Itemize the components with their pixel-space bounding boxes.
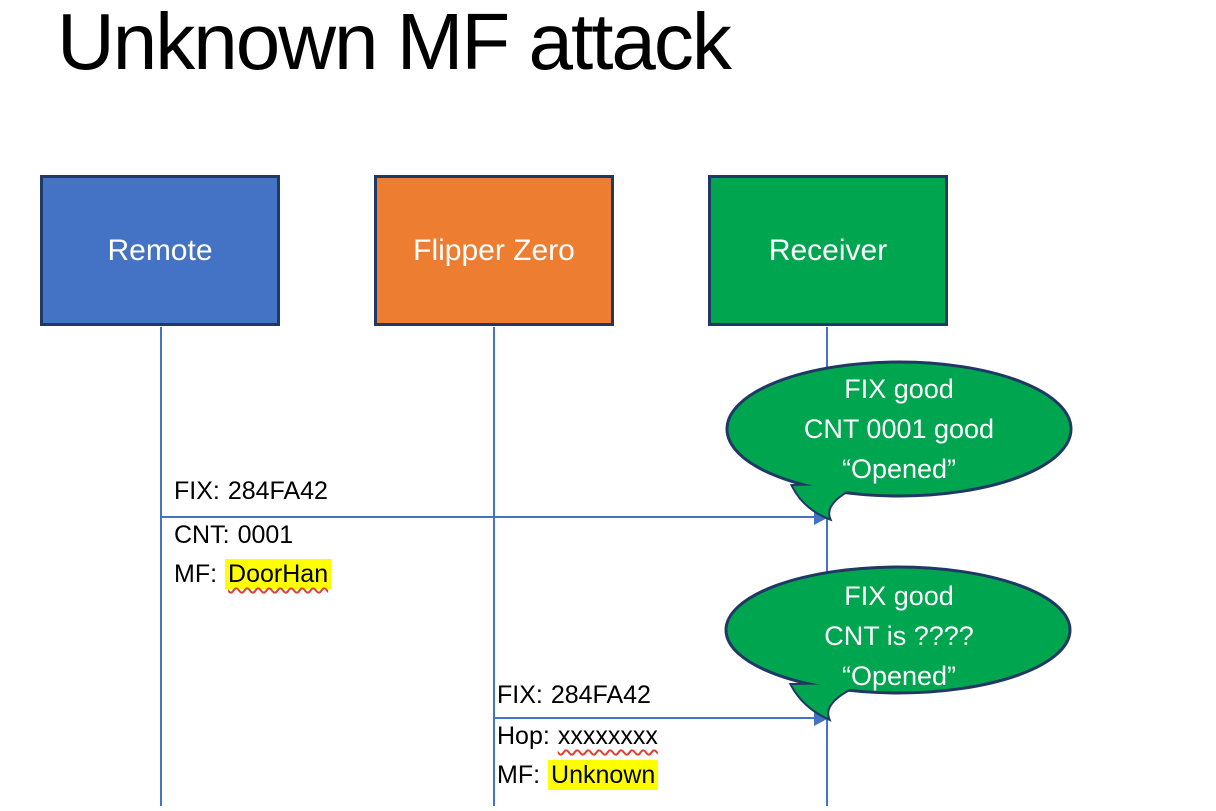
message-1-cnt-line: CNT:0001 [174, 521, 331, 550]
actor-box-remote: Remote [40, 175, 280, 326]
message-2-fix-label: FIX: [497, 681, 543, 709]
message-2-mf-value: Unknown [548, 760, 659, 790]
bubble-2-line-1: FIX good [844, 581, 954, 611]
bubble-1-line-2: CNT 0001 good [803, 414, 995, 444]
message-2-hop-value: xxxxxxxx [557, 722, 658, 750]
message-1-cnt-label: CNT: [174, 521, 230, 549]
actor-box-flipper-zero: Flipper Zero [374, 175, 614, 326]
message-2-labels: FIX:284FA42 Hop:xxxxxxxx MF:Unknown [497, 681, 659, 790]
page-title: Unknown MF attack [57, 0, 732, 86]
actor-label-remote: Remote [107, 233, 213, 267]
message-1-mf-line: MF:DoorHan [174, 559, 332, 589]
actor-box-receiver: Receiver [708, 175, 948, 326]
actor-label-flipper-zero: Flipper Zero [413, 233, 575, 267]
speech-bubble-1-text: FIX good CNT 0001 good “Opened” [749, 369, 1049, 489]
message-1-fix-label: FIX: [174, 477, 220, 505]
speech-bubble-2-shape [724, 565, 1072, 722]
message-1-labels: FIX:284FA42 CNT:0001 MF:DoorHan [174, 477, 332, 589]
message-1-cnt-value: 0001 [237, 521, 294, 549]
bubble-2-line-3: “Opened” [841, 661, 957, 691]
actor-label-receiver: Receiver [768, 233, 888, 267]
speech-bubble-1-shape [725, 360, 1073, 522]
message-1-fix-line: FIX:284FA42 [174, 477, 331, 506]
message-1-mf-label: MF: [174, 560, 218, 588]
message-2-hop-line: Hop:xxxxxxxx [497, 722, 658, 751]
message-2-fix-line: FIX:284FA42 [497, 681, 658, 710]
message-2-mf-label: MF: [497, 761, 541, 789]
bubble-2-line-2: CNT is ???? [824, 621, 974, 651]
message-2-fix-value: 284FA42 [550, 681, 651, 709]
bubble-1-line-1: FIX good [844, 374, 954, 404]
speech-bubble-2-text: FIX good CNT is ???? “Opened” [749, 576, 1049, 696]
message-2-mf-line: MF:Unknown [497, 760, 659, 790]
message-2-hop-label: Hop: [497, 722, 550, 750]
bubble-1-line-3: “Opened” [841, 454, 957, 484]
message-1-fix-value: 284FA42 [227, 477, 328, 505]
message-1-mf-value: DoorHan [225, 559, 332, 589]
